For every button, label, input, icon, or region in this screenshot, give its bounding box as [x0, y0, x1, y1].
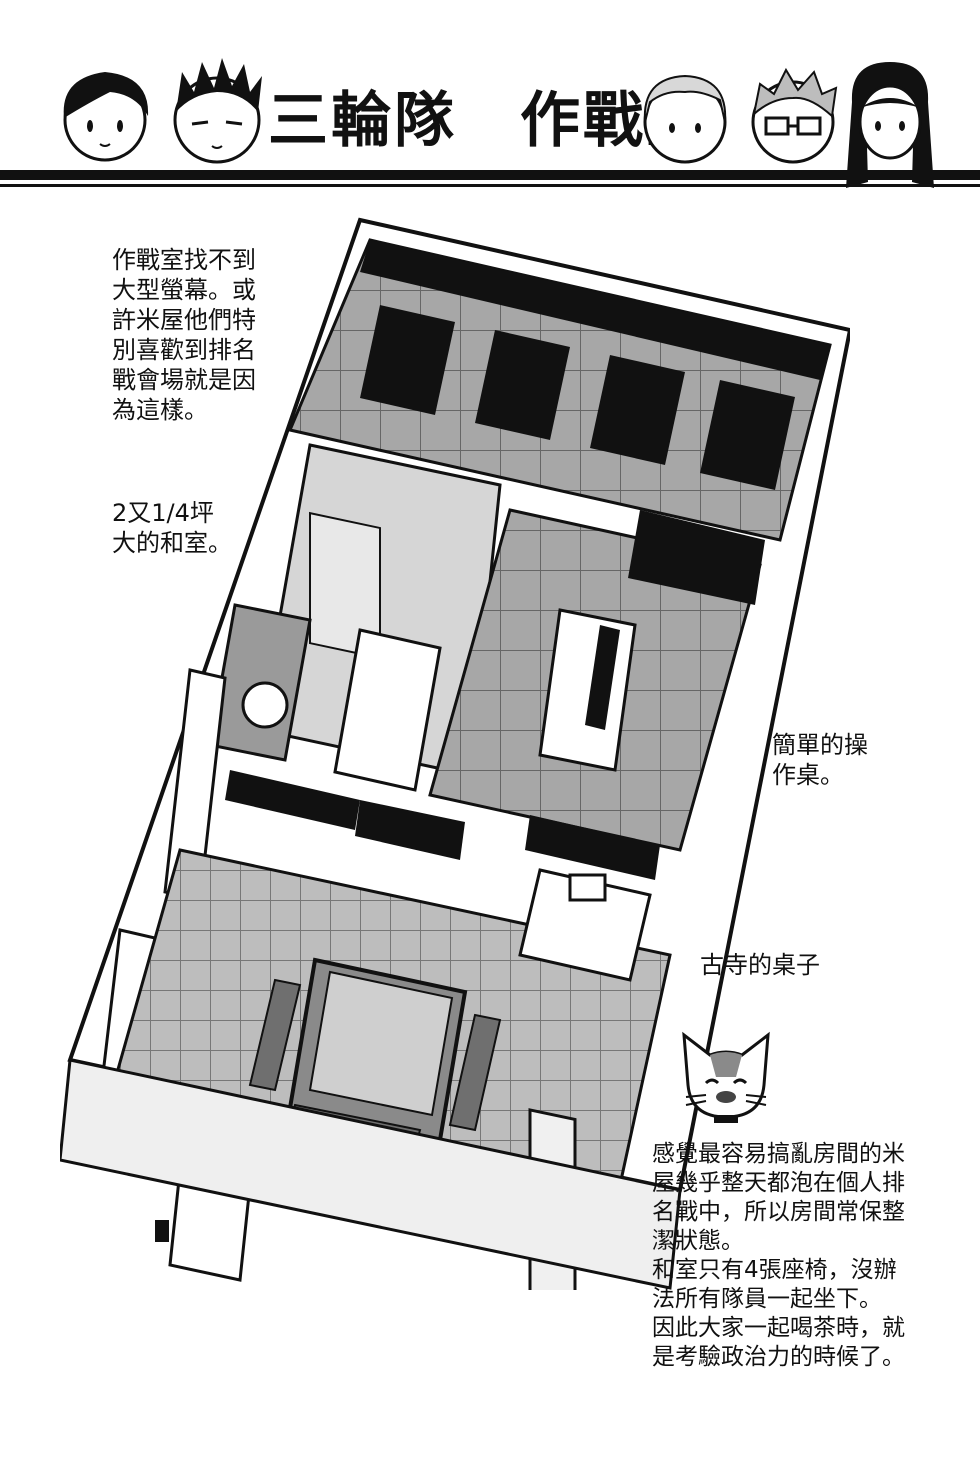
member-face-left-1	[63, 72, 149, 162]
kitchen-shelf	[333, 628, 442, 792]
top-wall-band	[360, 240, 830, 380]
member-face-right-1	[643, 74, 727, 164]
annotation-koderas-desk: 古寺的桌子	[700, 951, 820, 979]
koderas-desk	[518, 868, 652, 982]
annotation-console: 簡單的操 作桌。	[772, 731, 868, 789]
annotation-washitsu: 2又1/4坪 大的和室。	[112, 499, 232, 557]
bench-left	[248, 978, 302, 1092]
header-rule-thick	[0, 170, 980, 180]
mascot-cat-icon	[682, 1031, 770, 1123]
annotation-screen: 作戰室找不到 大型螢幕。或 許米屋他們特 別喜歡到排名 戰會場就是因 為這樣。	[112, 246, 256, 424]
annotation-bottom: 感覺最容易搞亂房間的米 屋幾乎整天都泡在個人排 名戰中，所以房間常保整 潔狀態。…	[652, 1141, 905, 1370]
bench-right	[448, 1013, 502, 1132]
page-header: 三輪隊 作戰室	[0, 0, 980, 200]
top-room-desks	[360, 305, 795, 490]
member-face-right-2	[751, 67, 838, 164]
floor-plan-illustration	[60, 217, 850, 1290]
member-face-left-2	[173, 58, 262, 164]
header-rule-thin	[0, 184, 980, 187]
member-face-right-3	[846, 62, 934, 188]
